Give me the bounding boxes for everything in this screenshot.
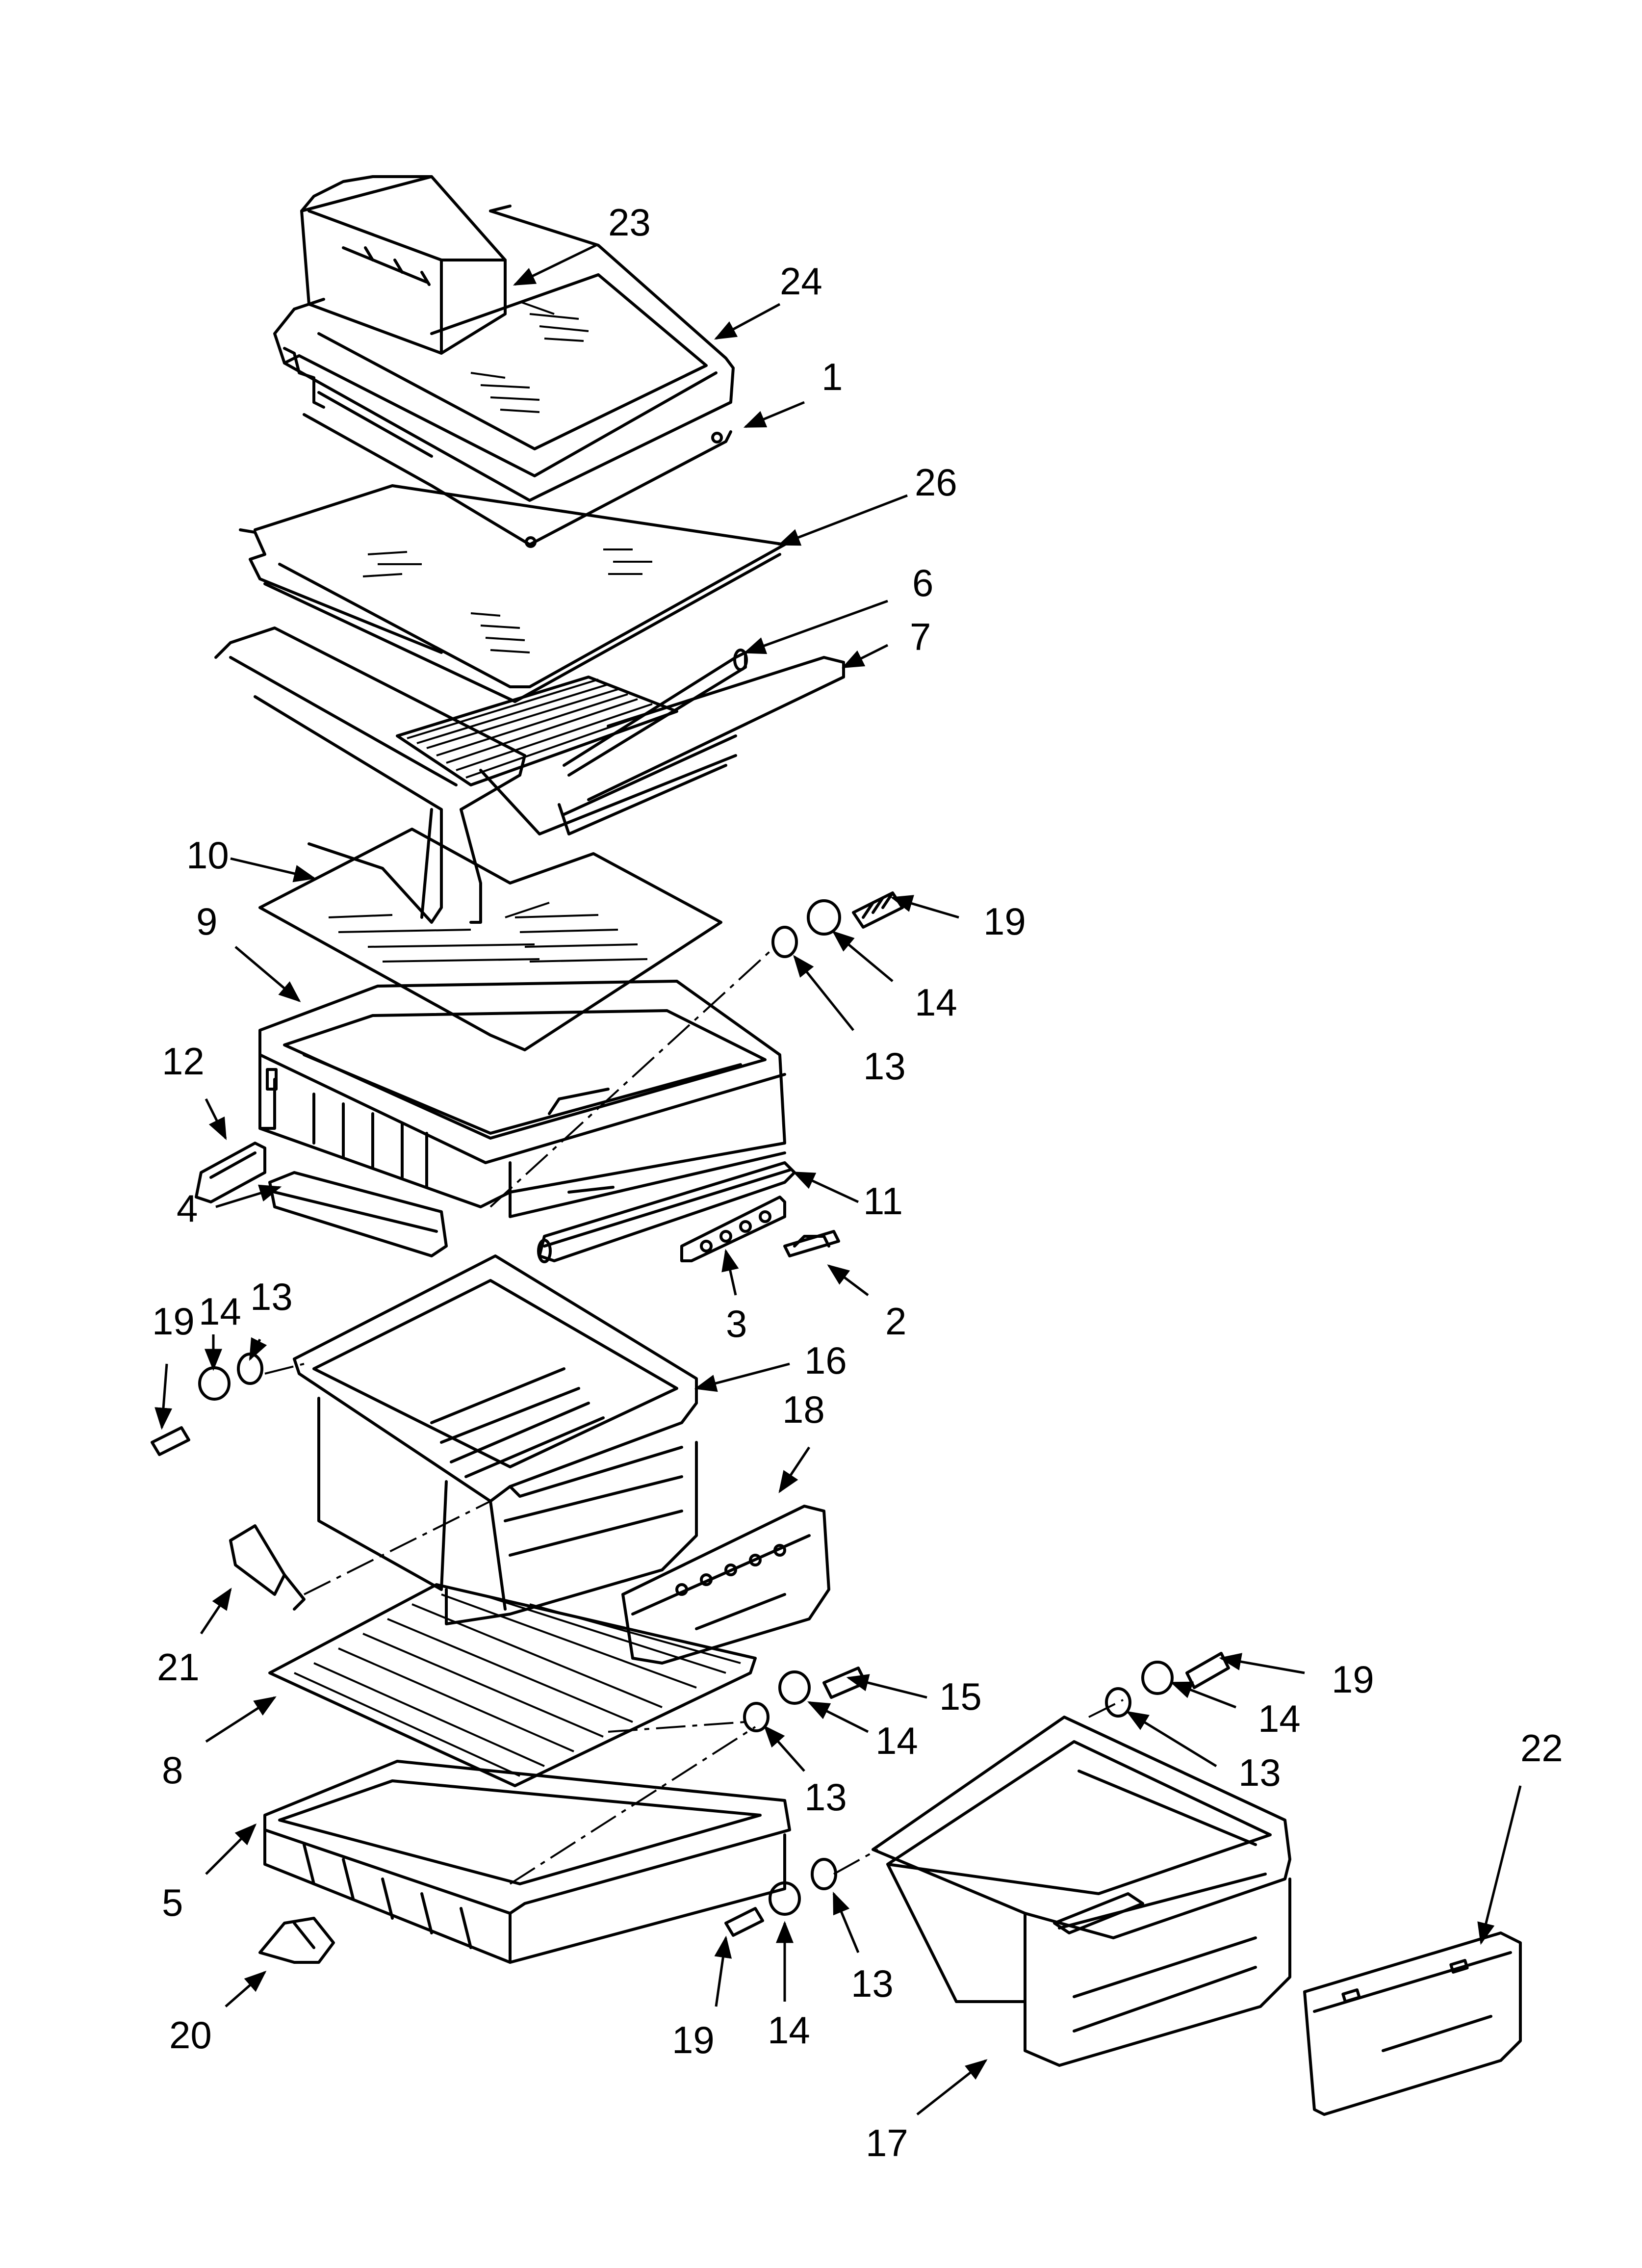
callout-20: 20	[169, 2013, 212, 2057]
callout-19: 19	[152, 1300, 195, 1343]
part-16-drawer	[293, 1254, 698, 1625]
callout-18: 18	[782, 1388, 825, 1431]
fastener-set-left	[151, 1353, 263, 1456]
part-20-clip	[258, 1917, 335, 1964]
centerlines	[264, 946, 1124, 1885]
part-5-frame	[263, 1760, 791, 1964]
callout-14: 14	[199, 1290, 241, 1333]
part-12-guide	[195, 1142, 266, 1203]
callout-24: 24	[780, 260, 822, 303]
part-10-glass-cover	[258, 828, 722, 1051]
part-22-drawer-front	[1303, 1931, 1522, 2116]
part-3-slide	[680, 1196, 786, 1262]
callout-13: 13	[851, 1962, 894, 2005]
fastener-set-upper-right	[771, 891, 904, 958]
callout-14: 14	[875, 1719, 918, 1762]
crisper-glass-texture	[294, 1593, 741, 1777]
callout-11: 11	[863, 1179, 903, 1223]
callout-13: 13	[250, 1275, 293, 1318]
part-9-frame	[258, 980, 786, 1218]
callout-7: 7	[910, 615, 931, 658]
fastener-set-right	[1105, 1652, 1230, 1718]
leader-lines	[154, 244, 1522, 2115]
part-17-lower-drawer	[872, 1716, 1291, 2067]
upper-crisper-pan	[214, 626, 737, 924]
part-24-shelf-frame	[273, 205, 735, 502]
callout-2: 2	[885, 1300, 906, 1343]
callout-10: 10	[186, 834, 229, 877]
callout-19: 19	[672, 2018, 715, 2061]
part-18-drawer-front	[621, 1505, 830, 1665]
callout-12: 12	[162, 1040, 205, 1083]
fastener-set-bottom	[724, 1858, 837, 1937]
callout-13: 13	[1238, 1751, 1281, 1794]
part-4-guide	[268, 1171, 448, 1257]
callout-17: 17	[866, 2121, 908, 2164]
callout-5: 5	[162, 1881, 183, 1924]
part-2-clip	[783, 1230, 840, 1257]
part-23-bin	[300, 175, 507, 355]
callout-8: 8	[162, 1748, 183, 1792]
part-21-stop	[229, 1524, 306, 1611]
callout-14: 14	[1258, 1697, 1301, 1740]
callout-21: 21	[157, 1645, 200, 1689]
part-8-crisper-glass	[268, 1583, 757, 1787]
callout-3: 3	[726, 1302, 747, 1345]
callout-19: 19	[1332, 1658, 1374, 1701]
callout-26: 26	[915, 461, 957, 504]
callout-16: 16	[804, 1339, 847, 1382]
part-11-rail	[537, 1161, 796, 1263]
callout-4: 4	[177, 1187, 198, 1230]
callout-23: 23	[608, 201, 651, 244]
grille	[396, 676, 678, 786]
callout-14: 14	[915, 981, 957, 1024]
callout-labels: 23 24 1 26 6 7 10 9 19 14 13 12 4 11 3 2…	[152, 201, 1563, 2164]
callout-13: 13	[804, 1775, 847, 1819]
callout-15: 15	[939, 1675, 982, 1718]
callout-6: 6	[912, 561, 933, 604]
callout-1: 1	[821, 355, 843, 398]
part-1-bracket	[283, 347, 732, 548]
part-26-glass-shelf	[239, 484, 786, 703]
callout-19: 19	[983, 900, 1026, 943]
callout-13: 13	[863, 1044, 906, 1088]
callout-22: 22	[1520, 1726, 1563, 1770]
callout-9: 9	[196, 900, 217, 943]
callout-14: 14	[768, 2008, 810, 2052]
